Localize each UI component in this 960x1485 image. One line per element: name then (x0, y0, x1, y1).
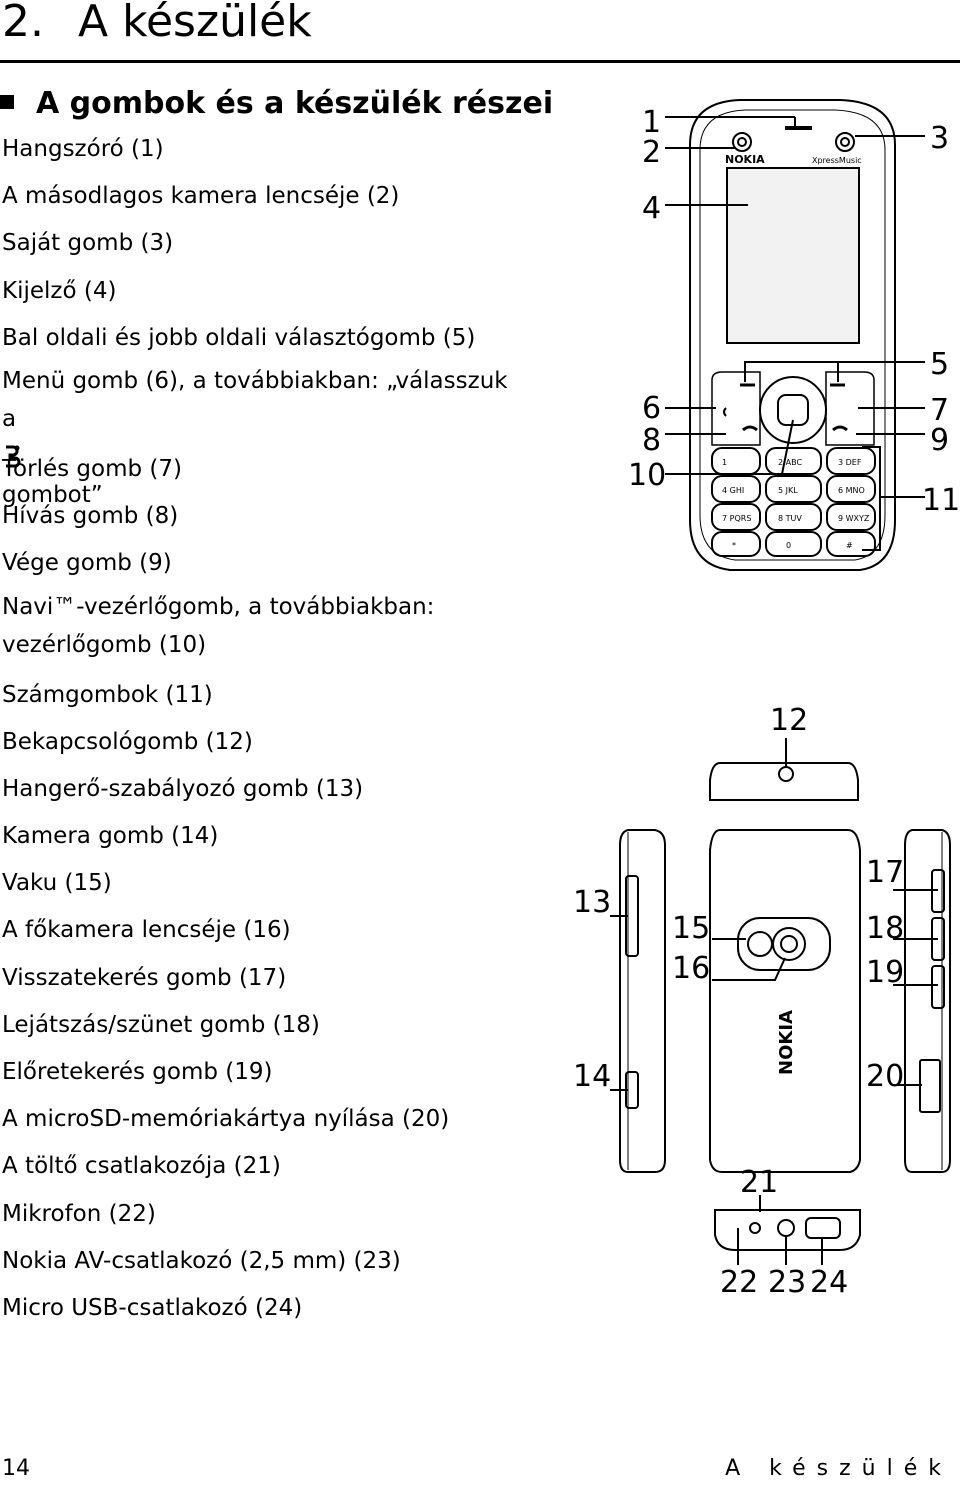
keypad-label: 7 PQRS (722, 514, 751, 523)
parts-list: Hangszóró (1) A másodlagos kamera lencsé… (2, 126, 602, 1332)
callout-label: 23 (768, 1265, 806, 1300)
list-item-menu-key: Menü gomb (6), a továbbiakban: „válasszu… (2, 362, 602, 508)
callout-label: 7 (930, 393, 949, 428)
keypad-label: 5 JKL (778, 486, 798, 495)
camera-module (737, 917, 831, 971)
keypad-label: 1 (722, 458, 727, 467)
forward-key (931, 965, 945, 1009)
list-item: Kamera gomb (14) (2, 823, 219, 850)
keypad-label: * (732, 541, 736, 550)
callout-label: 21 (740, 1165, 778, 1200)
list-item: Mikrofon (22) (2, 1200, 156, 1227)
keypad-label: 3 DEF (838, 458, 862, 467)
phone-back (709, 829, 861, 1173)
callout-label: 10 (628, 458, 666, 493)
list-item: Nokia AV-csatlakozó (2,5 mm) (23) (2, 1247, 401, 1274)
list-item: A főkamera lencséje (16) (2, 917, 291, 944)
callout-label: 19 (866, 955, 904, 990)
callout-label: 13 (573, 885, 611, 920)
running-footer-title: A készülék (725, 1456, 952, 1481)
callout-label: 12 (770, 703, 808, 738)
section-title: A gombok és a készülék részei (36, 86, 554, 121)
list-item: Előretekerés gomb (19) (2, 1059, 273, 1085)
list-item: Bal oldali és jobb oldali választógomb (… (2, 324, 476, 351)
list-item: Vaku (15) (2, 870, 112, 897)
callout-label: 15 (672, 911, 710, 946)
list-item: Micro USB-csatlakozó (24) (2, 1294, 303, 1321)
keypad-label: 2 ABC (778, 458, 802, 467)
page-number: 14 (2, 1456, 30, 1481)
chapter-title: 2. A készülék (2, 0, 312, 50)
flash-icon (747, 931, 773, 957)
list-item: Kijelző (4) (2, 277, 117, 304)
keypad-label: 8 TUV (778, 514, 802, 523)
callout-label: 6 (642, 391, 661, 426)
callout-label: 16 (672, 951, 710, 986)
callout-label: 20 (866, 1059, 904, 1094)
phone-right-side (904, 829, 951, 1173)
keypad-label: 0 (786, 541, 791, 550)
callout-label: 17 (866, 855, 904, 890)
callout-label: 1 (642, 105, 661, 140)
keypad-label: 4 GHI (722, 486, 744, 495)
navi-key (759, 376, 827, 444)
title-rule (0, 60, 960, 63)
list-item: A másodlagos kamera lencséje (2) (2, 183, 400, 210)
display-screen (726, 167, 860, 344)
list-item: Bekapcsológomb (12) (2, 728, 253, 755)
list-item: Visszatekerés gomb (17) (2, 964, 287, 991)
section-heading: A gombok és a készülék részei (0, 82, 553, 126)
navi-item-line2: vezérlőgomb (10) (2, 631, 207, 658)
menu-key-icon (6, 445, 21, 468)
brand-back: NOKIA (776, 1010, 797, 1075)
callout-label: 4 (642, 191, 661, 226)
list-item: Hangerő-szabályozó gomb (13) (2, 775, 364, 802)
chapter-number: 2. (2, 0, 44, 47)
navi-item-line1: Navi™-vezérlőgomb, a továbbiakban: (2, 593, 435, 620)
callout-label: 8 (642, 423, 661, 458)
list-item: Vége gomb (9) (2, 550, 172, 577)
memory-card-slot (919, 1059, 941, 1113)
keypad-labels: 1 2 ABC 3 DEF 4 GHI 5 JKL 6 MNO 7 PQRS 8… (722, 458, 870, 550)
callout-label: 3 (930, 121, 949, 156)
phone-front-body (689, 99, 896, 571)
keypad-label: 9 WXYZ (838, 514, 870, 523)
list-item: Törlés gomb (7) (2, 455, 182, 482)
own-key-icon (835, 132, 855, 152)
brand-front: NOKIA (725, 153, 765, 166)
keypad-label: # (846, 541, 853, 550)
phone-bottom-view (714, 1209, 861, 1251)
callout-label: 5 (930, 347, 949, 382)
microphone-icon (749, 1222, 761, 1234)
callout-label: 9 (930, 423, 949, 458)
menu-item-line1: Menü gomb (6), a továbbiakban: „válasszu… (2, 367, 508, 394)
power-key (778, 766, 794, 782)
list-item: Lejátszás/szünet gomb (18) (2, 1011, 320, 1038)
av-connector-icon (777, 1219, 795, 1237)
list-item: Számgombok (11) (2, 681, 213, 708)
phone-top-view (709, 762, 859, 801)
callout-label: 24 (810, 1265, 848, 1300)
main-camera-lens (772, 927, 806, 961)
list-item: A microSD-memóriakártya nyílása (20) (2, 1106, 450, 1133)
callout-label: 18 (866, 911, 904, 946)
list-item: Saját gomb (3) (2, 230, 174, 257)
list-item: Hangszóró (1) (2, 136, 164, 162)
callout-label: 22 (720, 1265, 758, 1300)
list-item: Hívás gomb (8) (2, 503, 179, 530)
usb-connector (805, 1217, 841, 1239)
phone-left-side (619, 829, 666, 1173)
callout-label: 14 (573, 1059, 611, 1094)
phone-diagram: NOKIA XpressMusic 1 2 ABC 3 DEF 4 GHI 5 … (573, 99, 960, 1300)
callout-label: 11 (922, 483, 960, 518)
brand-music: XpressMusic (812, 156, 862, 165)
list-item-navi-key: Navi™-vezérlőgomb, a továbbiakban: vezér… (2, 588, 602, 672)
list-item: A töltő csatlakozója (21) (2, 1153, 281, 1180)
menu-item-line2: a gombot” (2, 405, 103, 508)
chapter-title-text: A készülék (77, 0, 312, 47)
callout-label: 2 (642, 135, 661, 170)
keypad-label: 6 MNO (838, 486, 865, 495)
secondary-camera-icon (732, 132, 752, 152)
square-bullet-icon (0, 94, 14, 109)
